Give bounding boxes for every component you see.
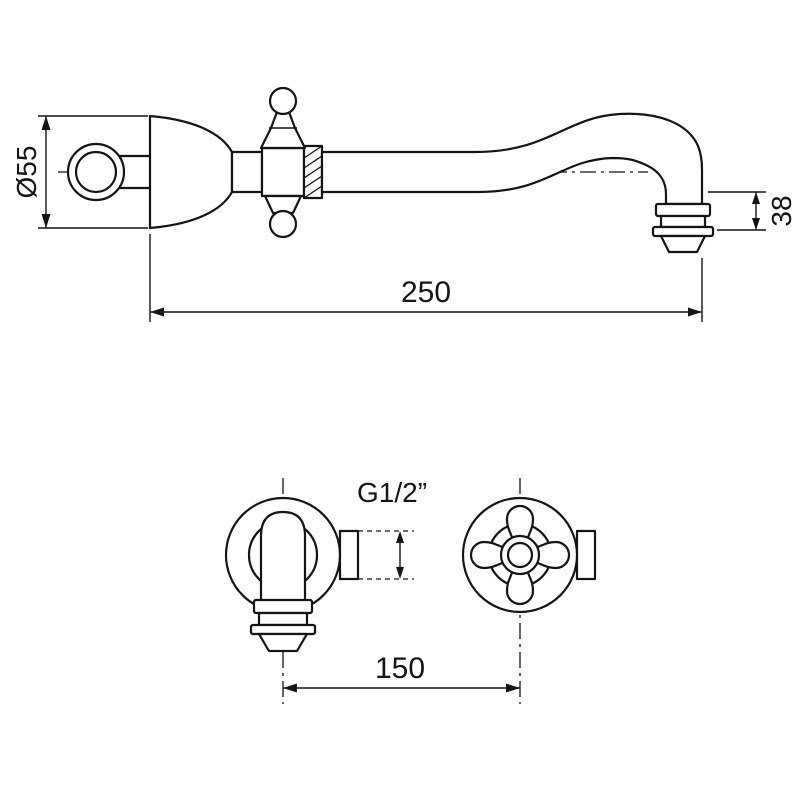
dimension-centers-distance: 150	[283, 652, 520, 693]
handle-arm-left	[469, 540, 507, 570]
arrowhead-down	[41, 214, 51, 228]
handle-arm-up	[505, 504, 535, 542]
front-view-spout-union	[224, 478, 360, 704]
spout-outlet-aerator	[651, 202, 715, 254]
arrowhead-left	[150, 307, 164, 317]
arrowhead-down	[396, 567, 404, 579]
handle-arm-right	[533, 540, 571, 570]
dimension-outlet-height: 38	[708, 191, 797, 231]
dimension-flange-diameter: Ø55	[11, 115, 148, 229]
handle-top-ball	[268, 86, 298, 116]
dimension-label-centers: 150	[375, 652, 425, 685]
handle-hub-inner	[506, 541, 534, 569]
handle-arm-down	[505, 568, 535, 606]
arrowhead-down	[752, 218, 760, 230]
outlet-flange	[651, 225, 715, 238]
cross-handle-arms	[469, 504, 571, 606]
handle-neck	[259, 110, 307, 150]
dimension-label-diameter: Ø55	[11, 146, 42, 199]
spout-tube	[320, 112, 704, 206]
dimension-connection-thread: G1/2”	[357, 477, 427, 580]
handle-ring-inner	[74, 150, 118, 194]
arrowhead-up	[396, 531, 404, 543]
arrowhead-up	[41, 116, 51, 130]
valve-body	[260, 146, 306, 198]
side-connection-port	[575, 529, 597, 581]
dimension-label-outlet-height: 38	[766, 195, 797, 226]
knurl-hatching	[303, 145, 323, 199]
outlet-flange-front	[249, 623, 317, 636]
dimension-label-reach: 250	[401, 276, 451, 309]
wall-flange	[148, 114, 234, 230]
valve-neck	[230, 150, 264, 194]
handle-bottom-neck	[263, 194, 303, 215]
cross-handle-top-arm	[259, 86, 307, 150]
side-connection-port	[338, 529, 360, 581]
arrowhead-right	[506, 683, 520, 693]
spout-tube-front	[259, 510, 307, 604]
outlet-body-front	[257, 611, 309, 627]
side-view-faucet	[58, 86, 715, 254]
dimension-label-thread: G1/2”	[357, 477, 427, 508]
outlet-collar	[654, 202, 712, 218]
arrowhead-up	[752, 192, 760, 204]
outlet-collar-front	[252, 598, 314, 615]
dimension-spout-reach: 250	[149, 234, 703, 322]
outlet-tip-front	[257, 632, 309, 653]
front-view-cross-handle	[461, 478, 597, 704]
outlet-body	[659, 214, 707, 229]
arrowhead-right	[688, 307, 702, 317]
handle-bottom-ball	[268, 209, 298, 239]
arrowhead-left	[283, 683, 297, 693]
cross-handle-bottom-arm	[263, 194, 303, 239]
spout-outlet-front	[249, 598, 317, 653]
outlet-tip	[659, 234, 707, 254]
